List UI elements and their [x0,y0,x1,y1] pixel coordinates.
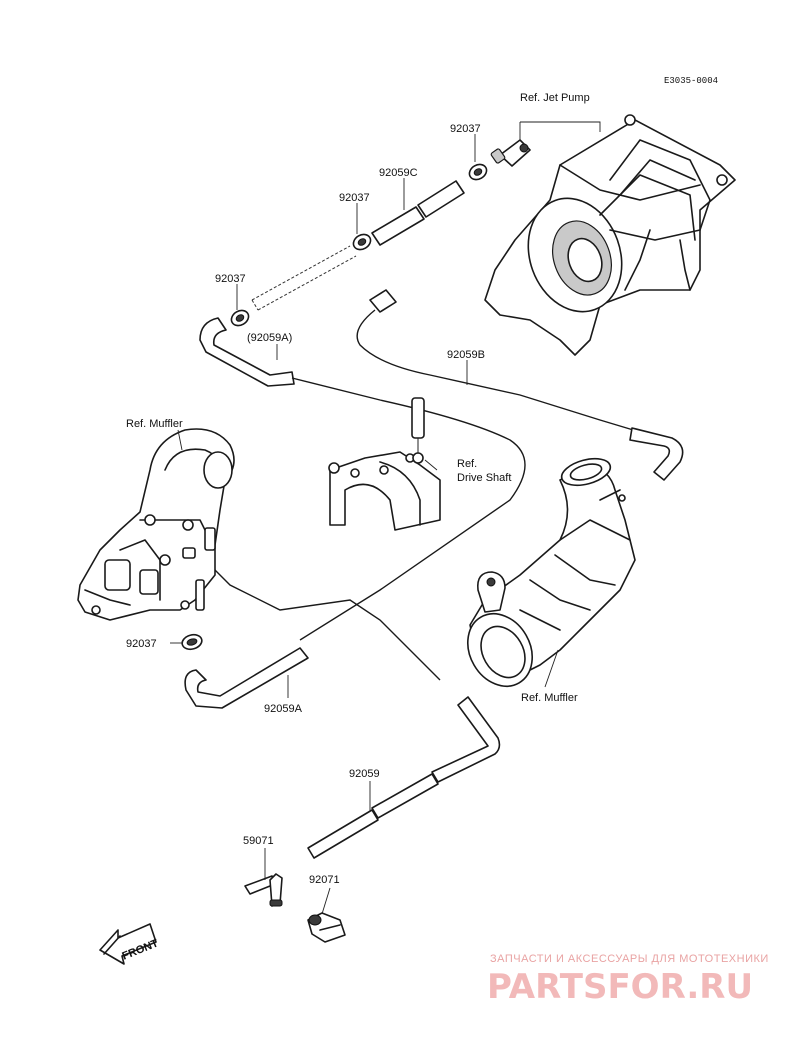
muffler-left-illustration [77,428,235,621]
hose-muffler-line [214,569,441,681]
label-92059b: 92059B [447,349,485,361]
label-92037-mid: 92037 [339,192,370,204]
label-ref-muffler-right: Ref. Muffler [521,692,578,704]
label-ref-drive-shaft-line1: Ref. [457,458,477,470]
hose-92059a-lower [184,647,309,709]
hose-92059 [307,696,501,859]
hose-92059b-end [369,289,397,313]
diagram-code: E3035-0004 [664,76,718,86]
label-92059c: 92059C [379,167,418,179]
muffler-right-illustration [467,457,636,687]
clamp-92037-top [468,163,488,181]
label-92037-left: 92037 [215,273,246,285]
label-92059a: 92059A [264,703,303,715]
clamp-92037-left [230,309,250,327]
clamp-92037-bottom [181,633,203,651]
label-92071: 92071 [309,874,340,886]
hose-92059a-upper [199,317,295,387]
watermark-tagline: ЗАПЧАСТИ И АКСЕССУАРЫ ДЛЯ МОТОТЕХНИКИ [490,953,769,965]
watermark-logo: PARTSFOR.RU [487,967,753,1007]
dashed-hose-path [251,245,357,311]
jet-pump-fitting [490,139,531,167]
hose-92059b-elbow [629,427,684,481]
label-59071: 59071 [243,835,274,847]
hose-92059c [371,180,465,246]
jet-pump-illustration [484,114,736,356]
plug-92071 [307,912,346,943]
label-92037-bottom: 92037 [126,638,157,650]
drive-shaft-bracket [328,451,441,531]
label-92037-top: 92037 [450,123,481,135]
label-92059a-paren: (92059A) [247,332,292,344]
clamp-92037-mid [352,233,372,251]
label-ref-muffler-left: Ref. Muffler [126,418,183,430]
label-ref-drive-shaft-line2: Drive Shaft [457,472,511,484]
leader-lines [170,121,601,915]
label-92059: 92059 [349,768,380,780]
front-arrow: FRONT [99,923,160,965]
bolt-59071 [244,873,283,907]
label-ref-jet-pump: Ref. Jet Pump [520,92,590,104]
drive-shaft-pipe [411,397,425,464]
hose-92059b [356,309,641,433]
